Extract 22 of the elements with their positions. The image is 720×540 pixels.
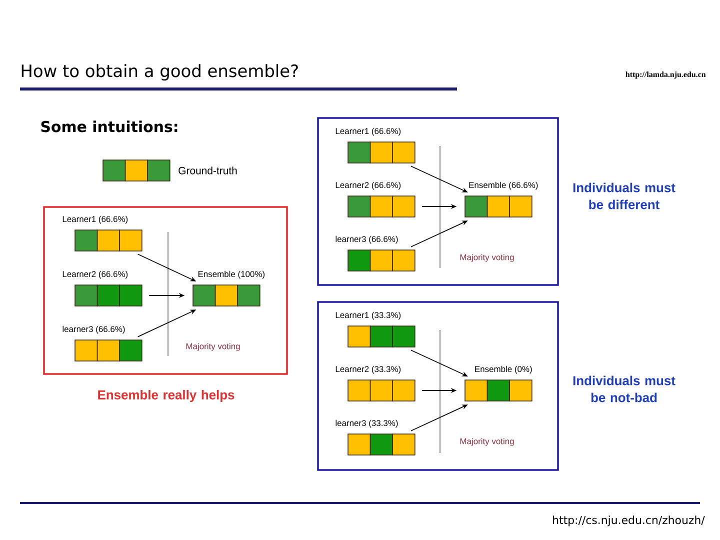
bar-label: Ensemble (0%) [475, 366, 532, 374]
bar-label: Ground-truth [178, 166, 237, 174]
panel-caption: Ensemble really helps [98, 390, 234, 402]
bar-label: learner3 (33.3%) [336, 420, 398, 428]
slide-title: How to obtain a good ensemble? [22, 64, 298, 80]
bar-label: Learner2 (66.6%) [336, 182, 401, 190]
method-label: Majority voting [186, 343, 240, 351]
bar-label: Learner1 (66.6%) [336, 128, 401, 136]
heading-text: Some intuitions: [41, 120, 178, 132]
bar-label: Ensemble (66.6%) [469, 182, 538, 190]
bar-label: Learner2 (33.3%) [336, 366, 401, 374]
bar-label: Learner1 (66.6%) [62, 216, 128, 224]
bar-label: learner3 (66.6%) [62, 326, 125, 334]
url-text: http://cs.nju.edu.cn/zhouzh/ [553, 516, 705, 526]
bar-label: Learner1 (33.3%) [336, 312, 401, 320]
bar-label: learner3 (66.6%) [336, 236, 398, 244]
bar-label: Learner2 (66.6%) [62, 270, 128, 279]
method-label: Majority voting [460, 438, 514, 446]
panel-caption: Individuals must be different [573, 182, 676, 210]
method-label: Majority voting [460, 254, 514, 262]
panel-caption: Individuals must be not-bad [573, 376, 676, 402]
bar-label: Ensemble (100%) [198, 270, 265, 279]
